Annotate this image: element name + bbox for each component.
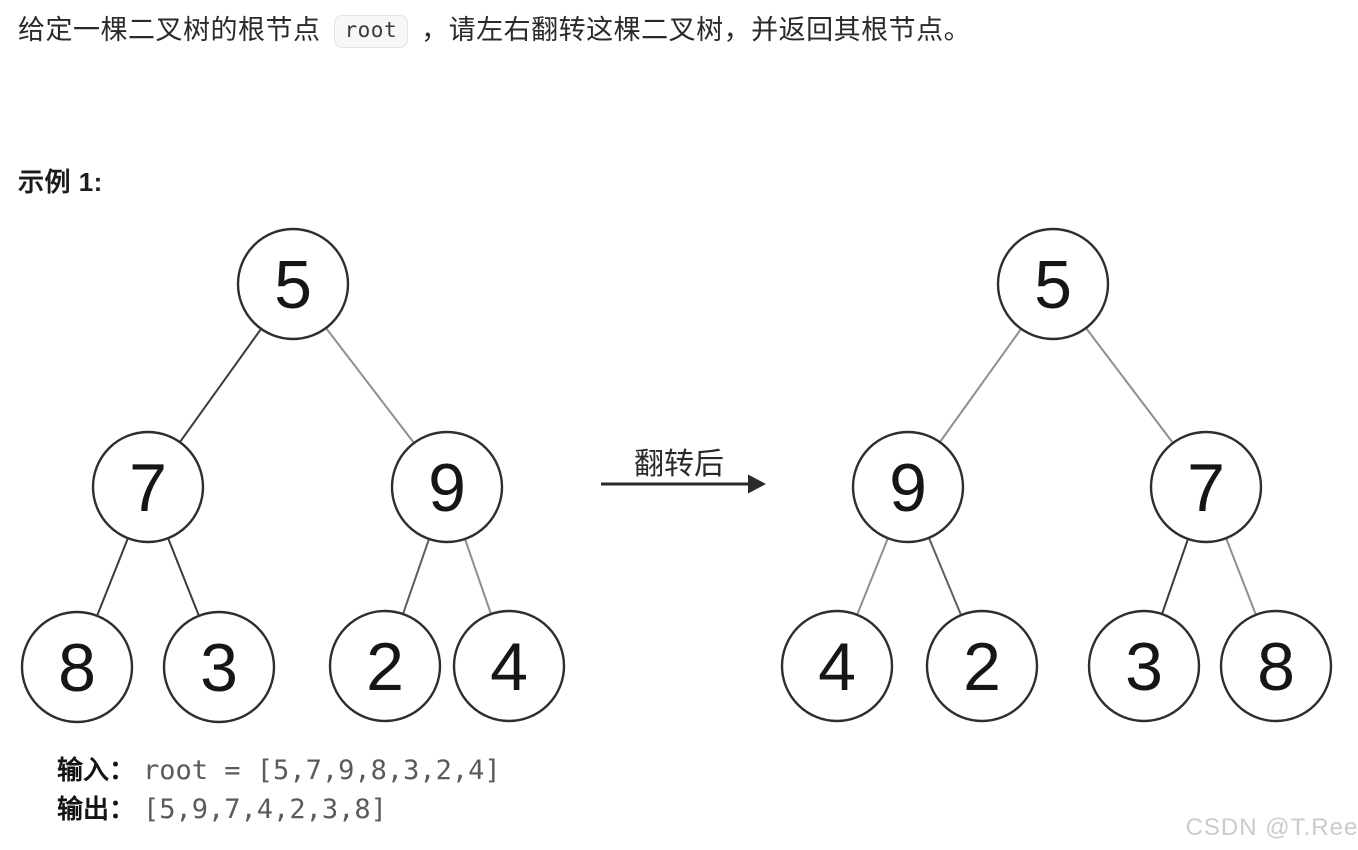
tree-node-circle (780, 609, 894, 723)
input-label: 输入： (57, 755, 136, 785)
edge-right-right (1225, 537, 1257, 616)
input-value: root = [5,7,9,8,3,2,4] (143, 755, 501, 786)
tree-node: 4 (452, 609, 566, 723)
edge-left-right (928, 537, 962, 616)
after-tree: 5 9 7 4 2 3 8 (780, 227, 1333, 723)
edge-right-left (402, 538, 430, 615)
tree-node-value: 8 (58, 630, 96, 706)
tree-node: 9 (851, 430, 965, 544)
tree-node-value: 4 (490, 629, 528, 705)
tree-node-value: 5 (1034, 247, 1072, 323)
tree-node: 3 (162, 610, 276, 724)
watermark: CSDN @T.Ree. (1185, 814, 1358, 841)
tree-node: 4 (780, 609, 894, 723)
edge-left-left (856, 537, 889, 616)
tree-node-circle (925, 609, 1039, 723)
tree-node-value: 7 (129, 450, 167, 526)
tree-node-circle (236, 227, 350, 341)
output-value: [5,9,7,4,2,3,8] (143, 794, 387, 825)
problem-statement: 给定一棵二叉树的根节点 root ，请左右翻转这棵二叉树，并返回其根节点。 (18, 10, 1338, 50)
edge-root-left (179, 328, 262, 443)
tree-node-circle (20, 610, 134, 724)
tree-node-circle (996, 227, 1110, 341)
tree-node-circle (162, 610, 276, 724)
flip-arrow-label: 翻转后 (634, 448, 724, 481)
tree-node-circle (851, 430, 965, 544)
edge-left-left (96, 537, 129, 617)
tree-node-value: 3 (1125, 629, 1163, 705)
input-line: 输入： root = [5,7,9,8,3,2,4] (57, 750, 501, 789)
inline-code-root: root (333, 15, 409, 48)
edge-root-right (325, 327, 415, 444)
tree-node: 9 (390, 430, 504, 544)
tree-node-value: 9 (889, 450, 927, 526)
edge-root-left (939, 328, 1022, 443)
tree-node: 3 (1087, 609, 1201, 723)
tree-node-value: 4 (818, 629, 856, 705)
tree-node: 8 (1219, 609, 1333, 723)
flip-arrow-head-icon (748, 474, 766, 494)
edge-right-left (1161, 538, 1189, 615)
tree-node-circle (1219, 609, 1333, 723)
tree-node: 8 (20, 610, 134, 724)
tree-node: 2 (925, 609, 1039, 723)
tree-node: 5 (236, 227, 350, 341)
io-block: 输入： root = [5,7,9,8,3,2,4] 输出： [5,9,7,4,… (57, 750, 501, 828)
statement-suffix: ，请左右翻转这棵二叉树，并返回其根节点。 (421, 15, 972, 45)
tree-node-circle (452, 609, 566, 723)
tree-node-value: 9 (428, 450, 466, 526)
tree-node-value: 2 (366, 629, 404, 705)
tree-node-value: 3 (200, 630, 238, 706)
tree-node-circle (1149, 430, 1263, 544)
edge-root-right (1085, 327, 1174, 444)
tree-node-value: 5 (274, 247, 312, 323)
tree-node: 7 (91, 430, 205, 544)
tree-node-circle (390, 430, 504, 544)
output-label: 输出： (57, 794, 136, 824)
tree-node-value: 2 (963, 629, 1001, 705)
tree-node-circle (1087, 609, 1201, 723)
statement-prefix: 给定一棵二叉树的根节点 (18, 15, 321, 45)
tree-node-value: 8 (1257, 629, 1295, 705)
tree-node: 7 (1149, 430, 1263, 544)
tree-node-circle (91, 430, 205, 544)
tree-node-circle (328, 609, 442, 723)
flip-arrow: 翻转后 (601, 448, 766, 494)
edge-right-right (464, 538, 492, 615)
tree-node: 2 (328, 609, 442, 723)
tree-node: 5 (996, 227, 1110, 341)
tree-node-value: 7 (1187, 450, 1225, 526)
edge-left-right (167, 537, 200, 617)
example-heading: 示例 1: (18, 167, 103, 197)
output-line: 输出： [5,9,7,4,2,3,8] (57, 789, 501, 828)
before-tree: 5 7 9 8 3 2 4 (20, 227, 566, 724)
